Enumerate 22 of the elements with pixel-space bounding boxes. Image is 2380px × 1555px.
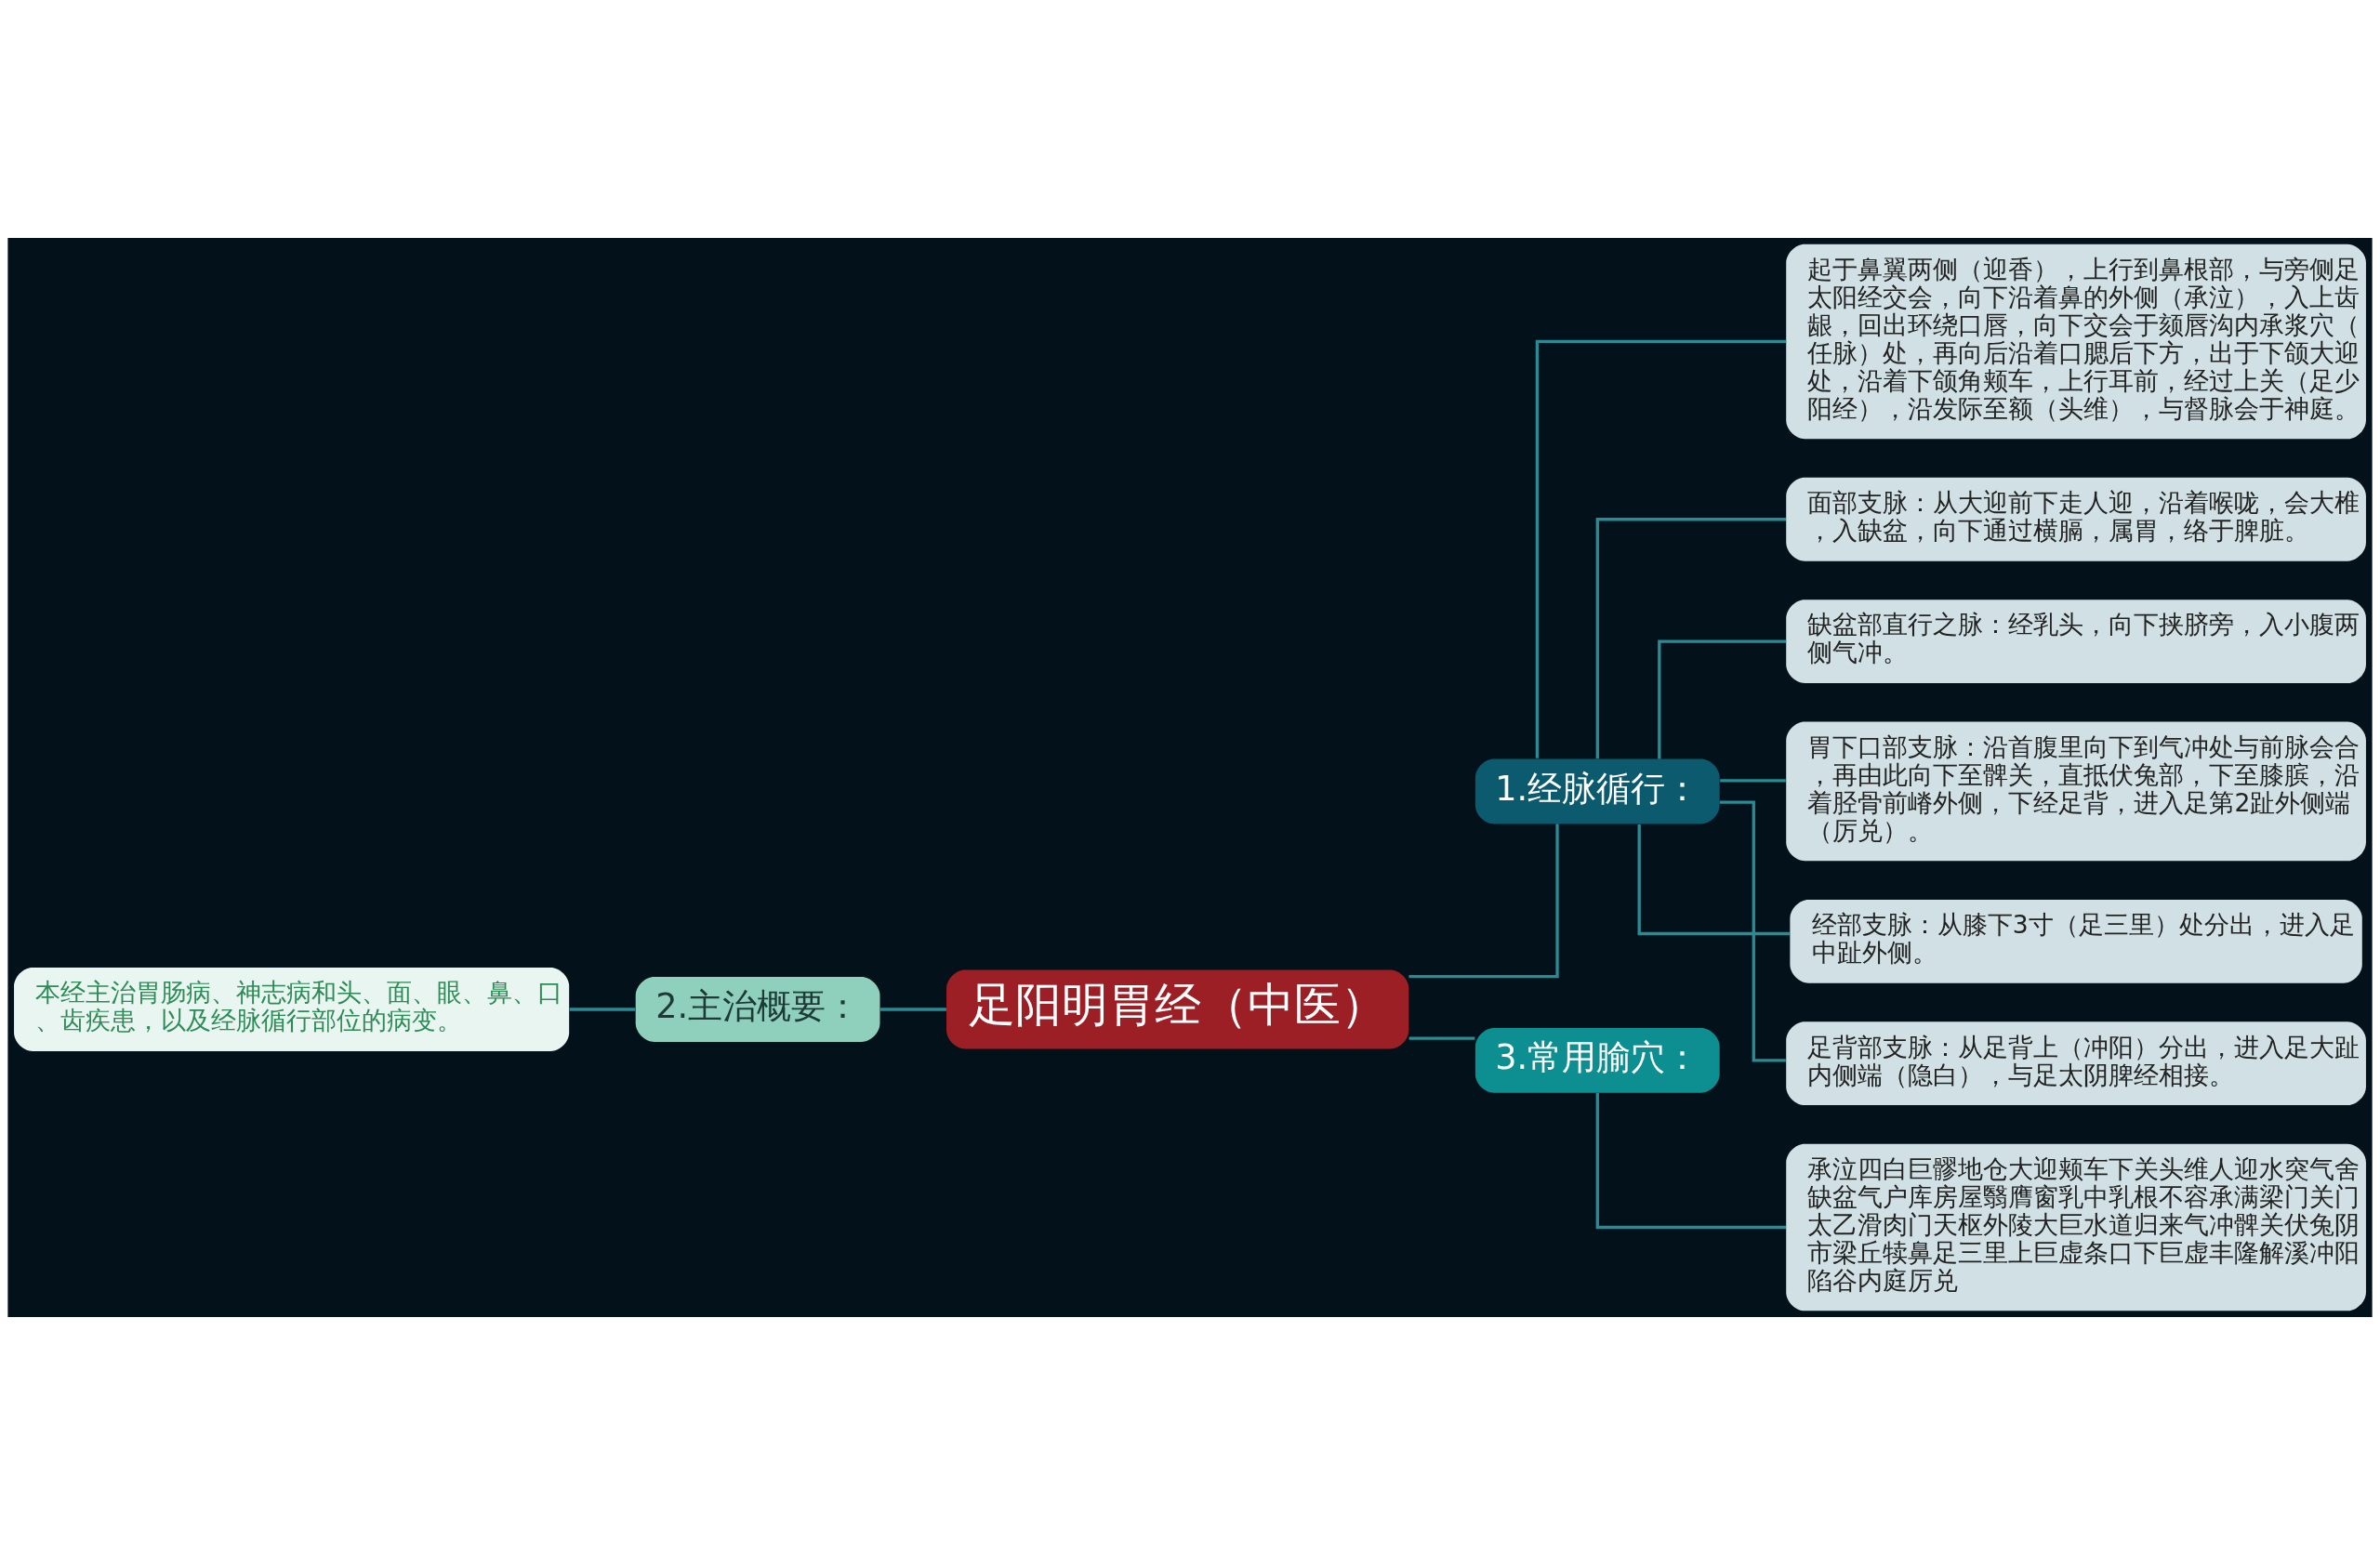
node-box: 2.主治概要：	[635, 977, 880, 1042]
connector	[1535, 339, 1787, 758]
connector	[1658, 639, 1787, 759]
connector	[1595, 518, 1786, 759]
node-box: 起于鼻翼两侧（迎香），上行到鼻根部，与旁侧足太阳经交会，向下沿着鼻的外侧（承泣），入上齿龈，回出环绕口唇，向下交会于颏唇沟内承浆穴（任脉）处，再向后沿着口腮后下方，出于下颌大迎处，沿着下颌角颊车，上行耳前，经过上关（足少阳经），沿发际至额（头维），与督脉会于神庭。	[1786, 244, 2366, 440]
node-box: 面部支脉：从大迎前下走人迎，沿着喉咙，会大椎，入缺盆，向下通过横膈，属胃，络于脾脏。	[1786, 477, 2366, 561]
node-box: 缺盆部直行之脉：经乳头，向下挟脐旁，入小腹两侧气冲。	[1786, 600, 2366, 684]
connector	[1408, 824, 1559, 979]
node-box: 经部支脉：从膝下3寸（足三里）处分出，进入足中趾外侧。	[1790, 899, 2362, 983]
connector	[569, 1008, 636, 1011]
node-box: 3.常用腧穴：	[1474, 1027, 1720, 1093]
node-box: 足背部支脉：从足背上（冲阳）分出，进入足大趾内侧端（隐白），与足太阴脾经相接。	[1786, 1021, 2366, 1106]
connector	[1637, 824, 1790, 936]
node-box: 承泣四白巨髎地仓大迎颊车下关头维人迎水突气舍缺盆气户库房屋翳膺窗乳中乳根不容承满梁门关门太乙滑肉门天枢外陵大巨水道归来气冲髀关伏兔阴市梁丘犊鼻足三里上巨虚条口下巨虚丰隆解溪冲阳陷谷内庭厉兑	[1786, 1143, 2366, 1311]
node-box: 足阳明胃经（中医）	[946, 969, 1409, 1049]
node-box: 胃下口部支脉：沿首腹里向下到气冲处与前脉会合，再由此向下至髀关，直抵伏兔部，下至膝膑，沿着胫骨前嵴外侧，下经足背，进入足第2趾外侧端（厉兑）。	[1786, 721, 2366, 862]
connector	[1408, 1036, 1475, 1040]
connector	[879, 1008, 946, 1011]
connector	[1595, 1092, 1786, 1230]
connector	[1720, 779, 1786, 783]
node-box: 本经主治胃肠病、神志病和头、面、眼、鼻、口、齿疾患，以及经脉循行部位的病变。	[14, 968, 570, 1051]
node-box: 1.经脉循行：	[1474, 758, 1720, 824]
